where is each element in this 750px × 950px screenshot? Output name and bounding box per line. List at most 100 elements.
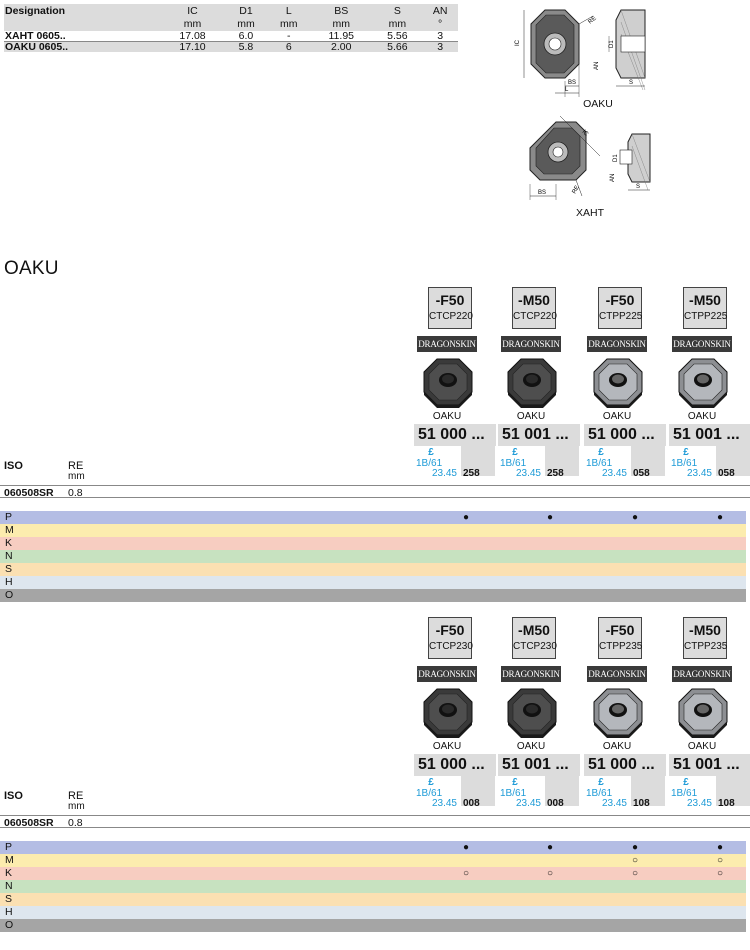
dimension-table-header: Designation IC D1 L BS S AN xyxy=(4,4,458,18)
insert-name: OAKU xyxy=(516,741,546,752)
unit-designation xyxy=(4,18,161,31)
coating-badge: DRAGONSKIN xyxy=(672,336,732,352)
l-cell: - xyxy=(267,31,311,42)
material-band-S: S xyxy=(0,563,746,576)
stock-strip xyxy=(631,446,665,476)
material-band-K: K○○○○ xyxy=(0,867,746,880)
product-column: -F50 CTCP230 DRAGONSKIN OAKU 51 000 ... … xyxy=(414,617,497,817)
unit-s: mm xyxy=(372,18,423,31)
d1-cell: 6.0 xyxy=(224,31,268,42)
suitability-mark: ○ xyxy=(632,868,639,879)
price-value: 23.45 xyxy=(686,798,712,809)
xaht-s-label: S xyxy=(636,184,640,190)
header-an: AN xyxy=(422,4,458,18)
material-group-label: H xyxy=(5,576,13,588)
designation-cell: XAHT 0605.. xyxy=(4,31,161,42)
stock-code: 058 xyxy=(633,468,650,479)
suitability-mark: ○ xyxy=(717,868,724,879)
xaht-drawing-caption: XAHT xyxy=(575,207,604,219)
order-number: 51 001 ... xyxy=(669,424,750,446)
xaht-technical-drawing: IC BS RE D1 AN S xyxy=(529,115,651,200)
an-cell: 3 xyxy=(422,31,458,42)
suitability-mark: ● xyxy=(463,842,470,853)
stock-code: 258 xyxy=(547,468,564,479)
currency-symbol: £ xyxy=(683,447,689,458)
ic-label: IC xyxy=(515,39,521,46)
bs-label: BS xyxy=(568,80,576,86)
material-group-label: K xyxy=(5,867,13,879)
product-column: -M50 CTPP225 DRAGONSKIN OAKU 51 001 ... … xyxy=(669,287,750,487)
table-row: 060508SR 0.8 xyxy=(0,485,750,499)
stock-code: 008 xyxy=(547,798,564,809)
currency-symbol: £ xyxy=(598,777,604,788)
price-group: 1B/61 xyxy=(416,458,443,469)
ic-cell: 17.08 xyxy=(160,31,225,42)
price-value: 23.45 xyxy=(515,798,541,809)
insert-name: OAKU xyxy=(432,741,462,752)
suitability-mark: ● xyxy=(547,842,554,853)
grade-box: -M50 CTCP220 xyxy=(512,287,557,329)
price-group: 1B/61 xyxy=(416,788,443,799)
iso-code: 060508SR xyxy=(4,487,54,499)
product-column: -F50 CTCP220 DRAGONSKIN OAKU 51 000 ... … xyxy=(414,287,497,487)
material-group-label: H xyxy=(5,906,13,918)
stock-strip xyxy=(545,776,579,806)
xaht-ic-label: IC xyxy=(581,129,590,138)
unit-d1: mm xyxy=(224,18,268,31)
stock-strip xyxy=(716,776,750,806)
coating-badge: DRAGONSKIN xyxy=(501,666,561,682)
material-band-K: K xyxy=(0,537,746,550)
material-band-N: N xyxy=(0,550,746,563)
stock-code: 008 xyxy=(463,798,480,809)
iso-column-header: ISO xyxy=(4,790,23,802)
unit-ic: mm xyxy=(160,18,225,31)
price-group: 1B/61 xyxy=(500,458,527,469)
suitability-mark: ● xyxy=(632,512,639,523)
stock-code: 108 xyxy=(718,798,735,809)
geometry-label: -F50 xyxy=(435,622,465,638)
table-row: OAKU 0605.. 17.10 5.8 6 2.00 5.66 3 xyxy=(4,41,458,52)
grade-label: CTPP235 xyxy=(599,641,643,652)
designation-cell: OAKU 0605.. xyxy=(4,41,161,52)
stock-strip xyxy=(545,446,579,476)
unit-l: mm xyxy=(267,18,311,31)
header-l: L xyxy=(267,4,311,18)
order-number: 51 001 ... xyxy=(498,424,580,446)
stock-code: 258 xyxy=(463,468,480,479)
l-label: L xyxy=(565,87,569,93)
price-group: 1B/61 xyxy=(586,788,613,799)
oaku-technical-drawing: IC RE BS L AN D1 S xyxy=(515,9,646,97)
suitability-mark: ○ xyxy=(717,855,724,866)
product-column: -M50 CTPP235 DRAGONSKIN OAKU 51 001 ... … xyxy=(669,617,750,817)
grade-box: -M50 CTPP235 xyxy=(683,617,727,659)
product-column: -F50 CTPP225 DRAGONSKIN OAKU 51 000 ... … xyxy=(584,287,667,487)
price-group: 1B/61 xyxy=(500,788,527,799)
an-cell: 3 xyxy=(422,41,458,52)
product-column: -M50 CTCP230 DRAGONSKIN OAKU 51 001 ... … xyxy=(498,617,581,817)
unit-bs: mm xyxy=(310,18,373,31)
suitability-mark: ● xyxy=(717,512,724,523)
insert-image xyxy=(423,688,473,738)
coating-badge: DRAGONSKIN xyxy=(587,336,647,352)
product-block: -F50 CTCP220 DRAGONSKIN OAKU 51 000 ... … xyxy=(0,287,750,617)
stock-code: 108 xyxy=(633,798,650,809)
order-number: 51 000 ... xyxy=(414,424,496,446)
material-group-label: S xyxy=(5,893,13,905)
grade-label: CTPP225 xyxy=(599,311,643,322)
unit-an: ° xyxy=(422,18,458,31)
re-unit: mm xyxy=(68,471,85,482)
insert-name: OAKU xyxy=(602,411,632,422)
currency-symbol: £ xyxy=(598,447,604,458)
insert-name: OAKU xyxy=(432,411,462,422)
table-row: 060508SR 0.8 xyxy=(0,815,750,829)
suitability-mark: ○ xyxy=(463,868,470,879)
coating-badge: DRAGONSKIN xyxy=(587,666,647,682)
grade-box: -F50 CTPP225 xyxy=(598,287,642,329)
table-row: XAHT 0605.. 17.08 6.0 - 11.95 5.56 3 xyxy=(4,31,458,42)
insert-name: OAKU xyxy=(602,741,632,752)
grade-box: -M50 CTPP225 xyxy=(683,287,727,329)
iso-column-header: ISO xyxy=(4,460,23,472)
insert-name: OAKU xyxy=(516,411,546,422)
re-unit: mm xyxy=(68,801,85,812)
grade-label: CTPP235 xyxy=(684,641,728,652)
